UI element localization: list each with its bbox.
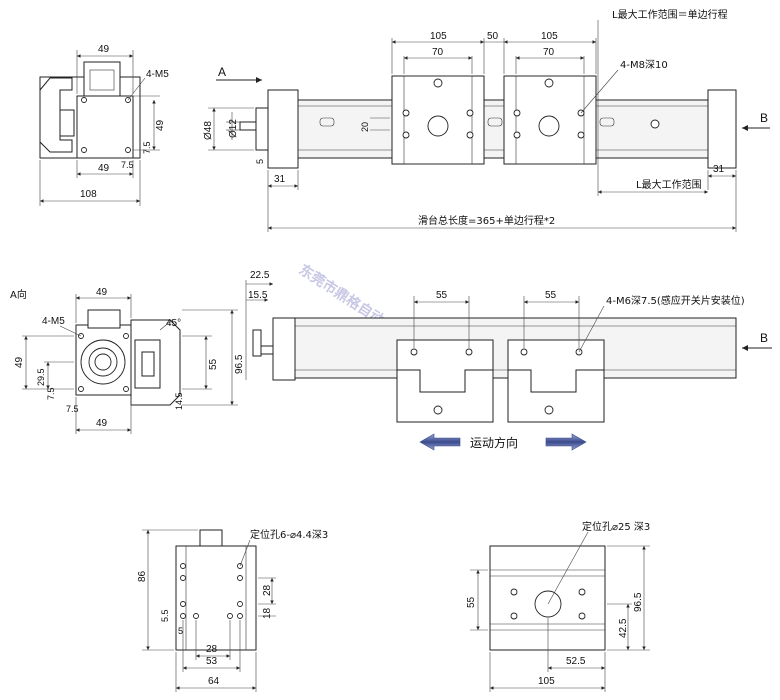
dim-phi12: Ø12 <box>228 119 239 138</box>
motion-arrow-left <box>419 433 461 451</box>
dim-31-left: 31 <box>274 174 286 185</box>
dim-86: 86 <box>137 570 148 582</box>
dim-7-5-a: 7.5 <box>46 387 56 400</box>
dim-55-mid-a: 55 <box>436 290 448 301</box>
dim-49-bottom: 49 <box>98 163 110 174</box>
dim-108: 108 <box>80 189 97 200</box>
label-pin-holes-left: 定位孔6-⌀4.4深3 <box>250 528 328 541</box>
dim-31-right: 31 <box>713 164 725 175</box>
dim-96-5-right: 96.5 <box>633 592 644 612</box>
motion-arrow-right <box>545 433 587 451</box>
dim-49-a-bottom: 49 <box>96 418 108 429</box>
dim-105-a: 105 <box>430 31 447 42</box>
dim-49-top: 49 <box>98 44 110 55</box>
dim-96-5-a: 96.5 <box>234 354 245 374</box>
dim-105-right: 105 <box>538 676 555 687</box>
dim-29-5: 29.5 <box>36 368 46 386</box>
arrow-b-label: B <box>760 111 768 125</box>
a-direction-view: A向 49 4-M5 45° 49 29.5 7.5 7.5 55 <box>10 287 245 434</box>
dim-105-b: 105 <box>541 31 558 42</box>
label-total-length: 滑台总长度=365+单边行程*2 <box>418 214 555 227</box>
label-4-m8: 4-M8深10 <box>620 59 668 71</box>
dim-49-a-top: 49 <box>96 287 108 298</box>
dim-52-5: 52.5 <box>566 656 586 667</box>
dim-7-5-b: 7.5 <box>66 404 79 414</box>
dim-49-right: 49 <box>155 119 166 131</box>
dim-64: 64 <box>208 676 220 687</box>
dim-42-5: 42.5 <box>618 618 629 638</box>
dim-22-5: 22.5 <box>250 270 270 281</box>
arrow-a-label: A <box>218 65 226 79</box>
dim-18: 18 <box>262 607 273 619</box>
bottom-side-view: 22.5 15.5 55 55 4-M6深7.5(感应开关片安装位) B 运动方… <box>245 270 772 451</box>
label-4-m5: 4-M5 <box>146 69 169 80</box>
label-pin-hole-right: 定位孔⌀25 深3 <box>582 520 650 533</box>
dim-7-5-right: 7.5 <box>142 141 152 154</box>
label-lmax: L最大工作范围 <box>636 178 702 191</box>
dim-53: 53 <box>206 656 218 667</box>
dim-7-5-bottom: 7.5 <box>121 160 134 170</box>
dim-phi48: Ø48 <box>203 121 214 140</box>
dim-49-a-left: 49 <box>14 356 25 368</box>
view-a-label: A向 <box>10 288 27 301</box>
dim-55-mid-b: 55 <box>545 290 557 301</box>
bottom-left-view: 定位孔6-⌀4.4深3 86 28 18 5.5 5 28 53 64 <box>137 528 328 692</box>
dim-28-right: 28 <box>262 584 273 596</box>
dim-5: 5 <box>255 159 265 164</box>
arrow-b-mid-label: B <box>760 331 768 345</box>
dim-14-5: 14.5 <box>174 392 184 410</box>
dim-5: 5 <box>178 626 183 636</box>
dim-70-b: 70 <box>543 47 555 58</box>
dim-55-right: 55 <box>466 596 477 608</box>
header-note: L最大工作范围＝单边行程 <box>612 8 728 21</box>
bottom-right-view: 定位孔⌀25 深3 55 96.5 42.5 52.5 105 <box>466 520 650 692</box>
dim-50: 50 <box>487 31 499 42</box>
label-angle-45: 45° <box>166 318 181 329</box>
top-left-end-view: 49 4-M5 49 7.5 49 7.5 108 <box>39 44 169 206</box>
dim-15-5: 15.5 <box>248 290 268 301</box>
dim-55-a: 55 <box>208 358 219 370</box>
dim-70-a: 70 <box>432 47 444 58</box>
label-4-m6: 4-M6深7.5(感应开关片安装位) <box>606 294 745 307</box>
dim-28-bottom: 28 <box>206 644 218 655</box>
dim-5-5: 5.5 <box>160 609 170 622</box>
label-a-4-m5: 4-M5 <box>42 316 65 327</box>
motion-label: 运动方向 <box>470 435 518 450</box>
top-side-view: 105 105 50 70 70 4-M8深10 A B Ø48 Ø12 20 … <box>203 20 770 232</box>
dim-20: 20 <box>360 122 370 132</box>
